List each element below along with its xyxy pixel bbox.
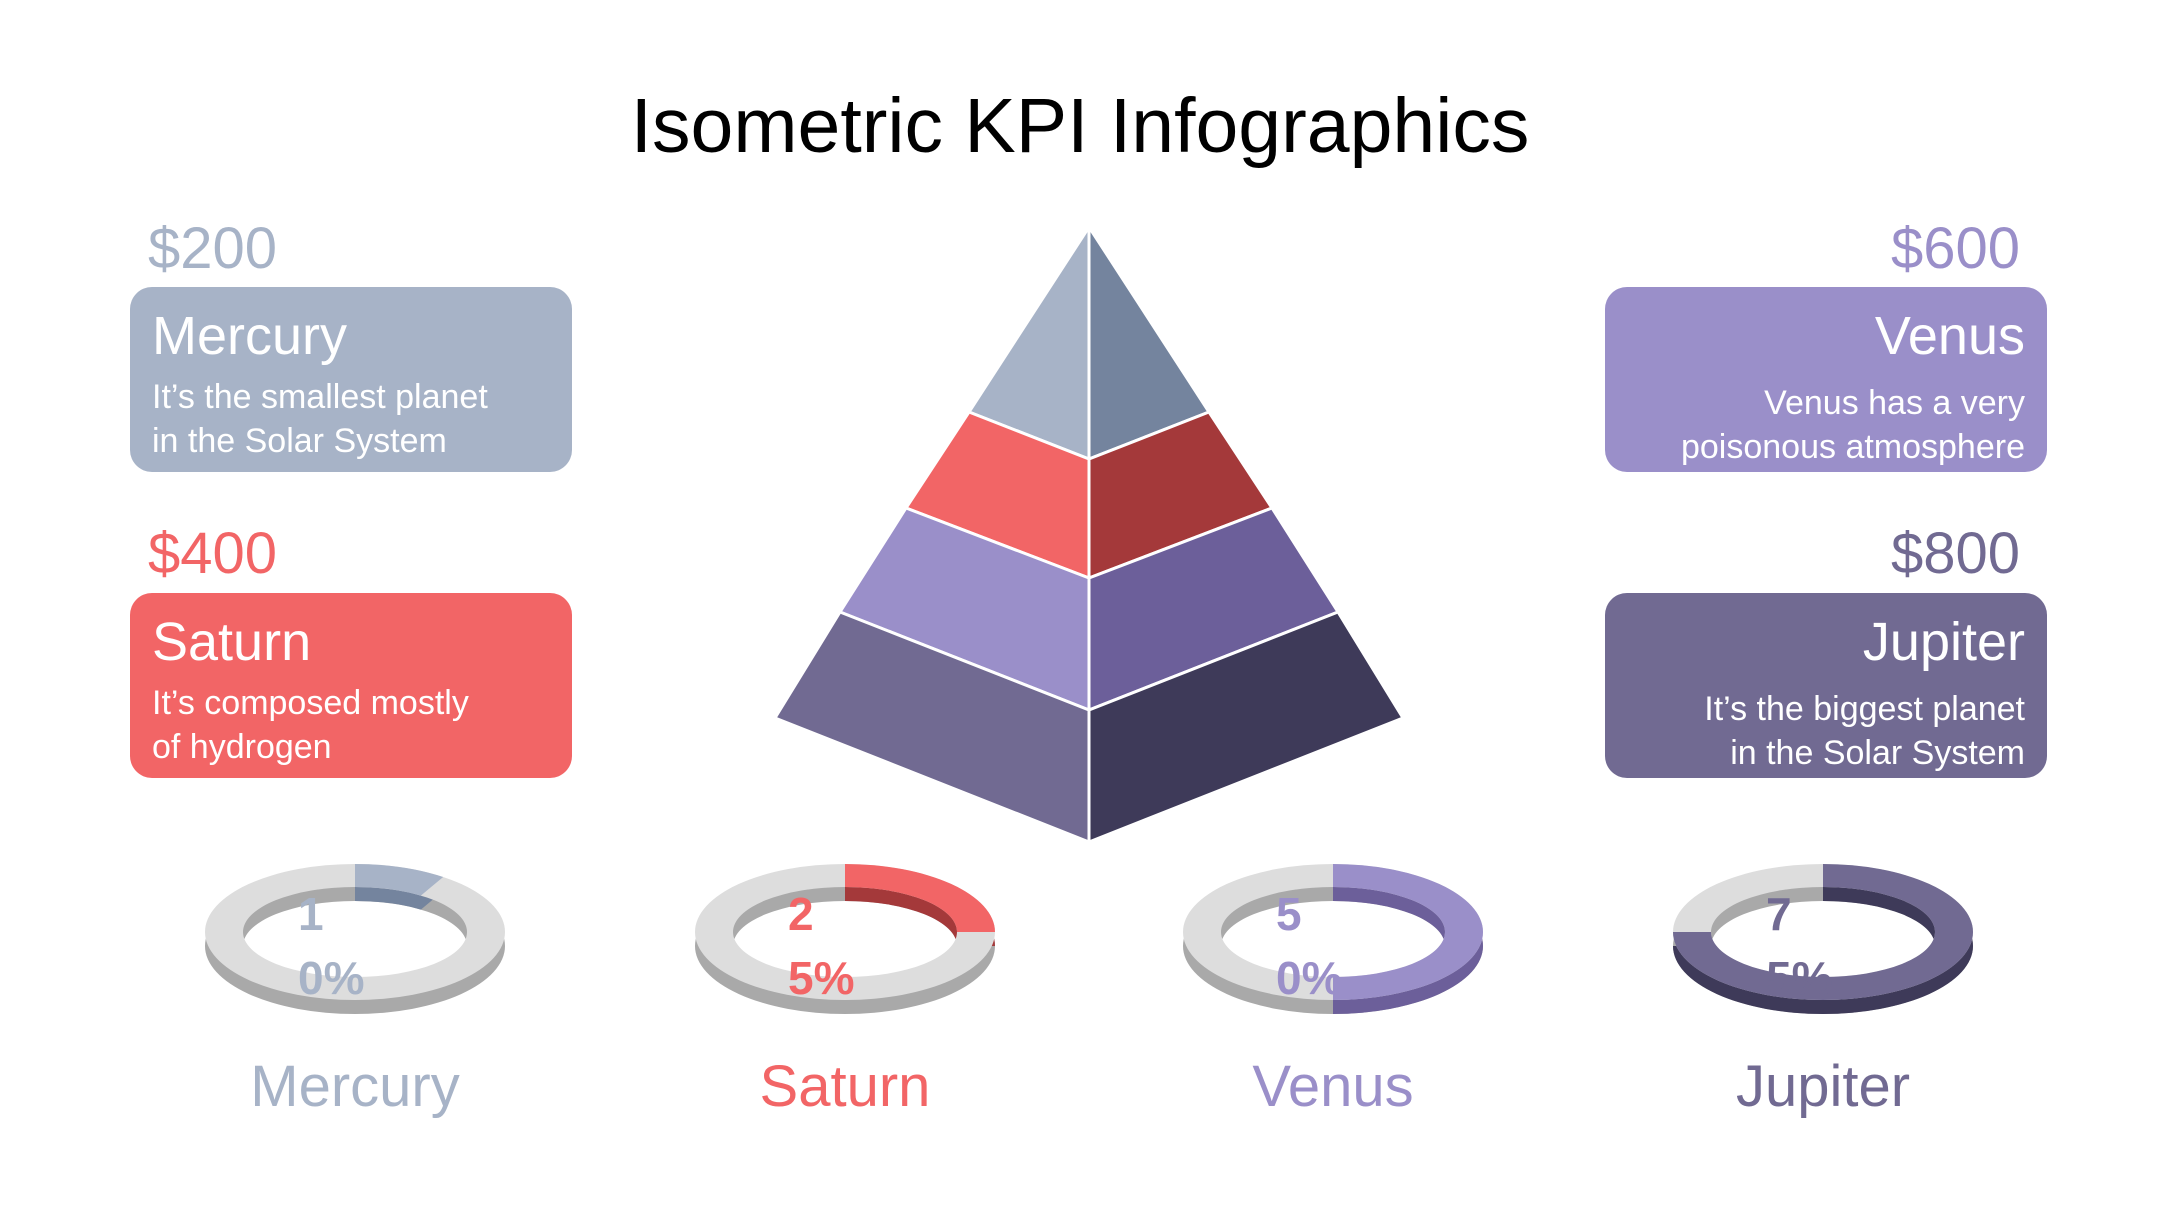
saturn-card-desc: It’s composed mostly of hydrogen	[152, 681, 550, 769]
jupiter-desc-line: It’s the biggest planet	[1704, 690, 2025, 728]
mercury-card-title: Mercury	[152, 306, 348, 366]
mercury-card: Mercury It’s the smallest planet in the …	[130, 287, 572, 472]
kpi-ring-saturn: 25%	[690, 862, 1000, 1022]
kpi-ring-mercury: 10%	[200, 862, 510, 1022]
ring-value	[1673, 864, 1973, 1000]
jupiter-card: Jupiter It’s the biggest planet in the S…	[1605, 593, 2047, 778]
venus-kpi-label: Venus	[1252, 1054, 1414, 1119]
venus-desc-line: poisonous atmosphere	[1680, 428, 2025, 466]
saturn-price: $400	[148, 521, 278, 586]
venus-card-desc: Venus has a very poisonous atmosphere	[1627, 381, 2025, 469]
saturn-kpi-label: Saturn	[759, 1054, 931, 1119]
jupiter-ring-graphic	[1673, 864, 1973, 1014]
saturn-desc-line: of hydrogen	[152, 728, 332, 766]
saturn-card: Saturn It’s composed mostly of hydrogen	[130, 593, 572, 778]
ring-value	[355, 864, 444, 896]
venus-desc-line: Venus has a very	[1764, 384, 2025, 422]
saturn-desc-line: It’s composed mostly	[152, 684, 469, 722]
slide-title: Isometric KPI Infographics	[630, 83, 1530, 169]
saturn-percent: 25%	[788, 888, 855, 1004]
mercury-price: $200	[148, 216, 278, 281]
kpi-ring-venus: 50%	[1178, 862, 1488, 1022]
jupiter-card-desc: It’s the biggest planet in the Solar Sys…	[1627, 687, 2025, 775]
mercury-kpi-label: Mercury	[250, 1054, 460, 1119]
ring-value	[1333, 864, 1483, 1000]
venus-card-title: Venus	[1874, 306, 2025, 366]
ring-value	[845, 864, 995, 932]
mercury-ring-graphic	[205, 864, 505, 1014]
jupiter-kpi-label: Jupiter	[1735, 1054, 1911, 1119]
saturn-ring-graphic	[695, 864, 995, 1014]
isometric-pyramid	[773, 225, 1405, 844]
venus-percent: 50%	[1276, 888, 1343, 1004]
venus-card: Venus Venus has a very poisonous atmosph…	[1605, 287, 2047, 472]
mercury-desc-line: It’s the smallest planet	[152, 378, 488, 416]
venus-price: $600	[1890, 216, 2020, 281]
ring-track	[205, 864, 505, 1000]
jupiter-card-title: Jupiter	[1862, 612, 2025, 672]
jupiter-percent: 75%	[1766, 888, 1833, 1004]
mercury-desc-line: in the Solar System	[152, 422, 447, 460]
jupiter-desc-line: in the Solar System	[1730, 734, 2025, 772]
venus-ring-graphic	[1183, 864, 1483, 1014]
mercury-card-desc: It’s the smallest planet in the Solar Sy…	[152, 375, 550, 463]
kpi-ring-jupiter: 75%	[1668, 862, 1978, 1022]
jupiter-price: $800	[1890, 521, 2020, 586]
pyramid-layer-jupiter-right	[1087, 610, 1405, 844]
mercury-percent: 10%	[298, 888, 365, 1004]
saturn-card-title: Saturn	[152, 612, 312, 672]
